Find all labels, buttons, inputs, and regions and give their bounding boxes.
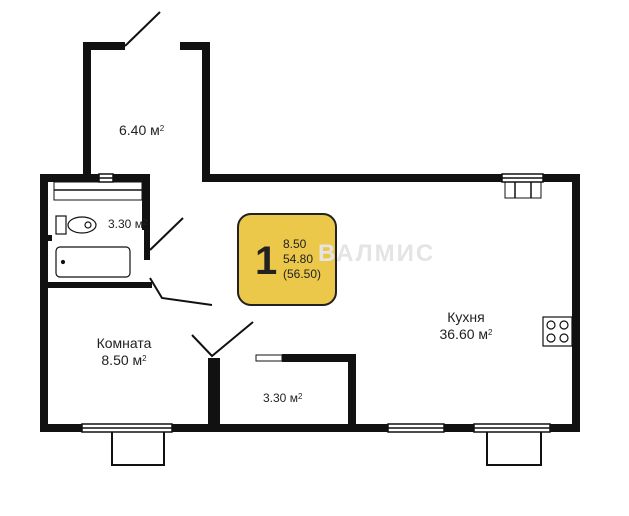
apartment-badge: 1 8.50 54.80 (56.50) xyxy=(237,213,337,306)
bathroom-area-unit-exp: 2 xyxy=(142,218,148,227)
stove-icon xyxy=(542,316,573,347)
kitchen-area-value: 36.60 м xyxy=(439,326,489,342)
kitchen-area-unit-exp: 2 xyxy=(488,328,493,337)
living-area: 8.50 xyxy=(283,237,307,251)
storage-area-value: 3.30 м xyxy=(263,391,298,405)
bedroom-area-value: 8.50 м xyxy=(101,352,143,368)
badge-areas: 8.50 54.80 (56.50) xyxy=(283,237,321,282)
storage-area-unit-exp: 2 xyxy=(297,392,303,401)
windows xyxy=(53,173,551,466)
bathroom-fixtures xyxy=(55,215,131,278)
badge-background xyxy=(237,213,337,306)
bathroom-area: 3.30 м2 xyxy=(108,216,147,233)
rooms-count: 1 xyxy=(255,239,278,283)
total-area: 54.80 xyxy=(283,252,314,266)
bedroom-label: Комната 8.50 м2 xyxy=(92,335,156,369)
bathtub-icon xyxy=(55,246,131,278)
watermark-text: ВАЛМИС xyxy=(318,240,436,267)
kitchen-name: Кухня xyxy=(447,309,485,325)
kitchen-label: Кухня 36.60 м2 xyxy=(430,309,502,343)
exterior-walls xyxy=(40,42,580,432)
hallway-area: 6.40 м2 xyxy=(119,122,164,139)
doors xyxy=(124,11,283,362)
bathroom-area-value: 3.30 м xyxy=(108,217,143,231)
toilet-icon xyxy=(67,216,97,234)
toilet-tank-icon xyxy=(55,215,67,235)
total-area-with-balcony: (56.50) xyxy=(283,267,322,281)
bedroom-area-unit-exp: 2 xyxy=(142,354,147,363)
hallway-area-value: 6.40 м xyxy=(119,122,160,138)
storage-area: 3.30 м2 xyxy=(263,390,302,407)
bedroom-name: Комната xyxy=(96,335,152,351)
hallway-area-unit-exp: 2 xyxy=(159,124,165,133)
